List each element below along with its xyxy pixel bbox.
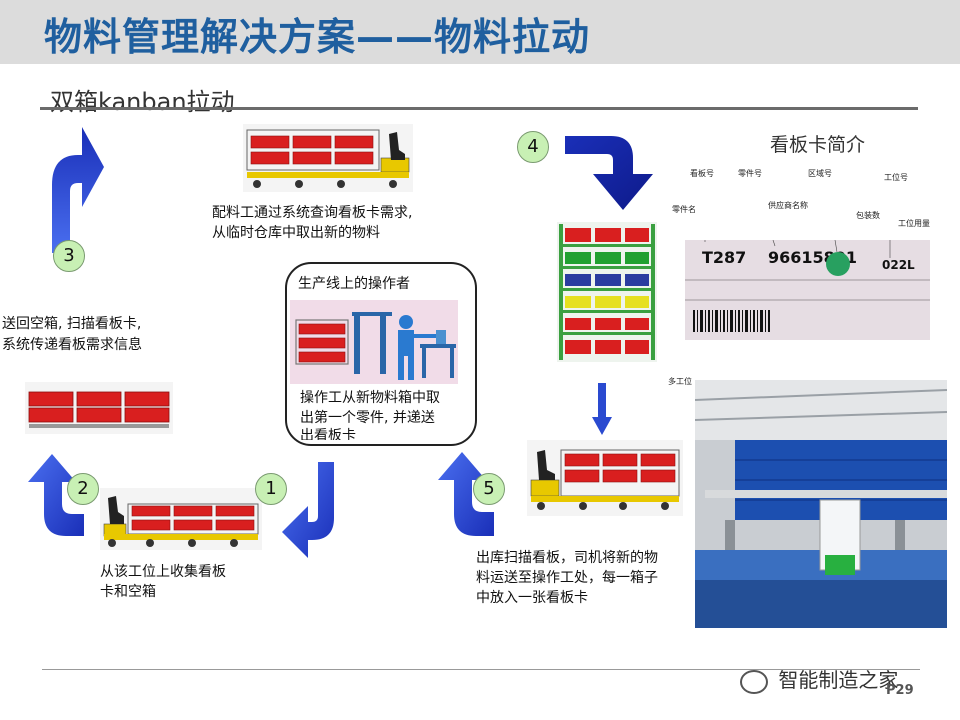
footer-rule bbox=[42, 669, 920, 670]
wechat-icon bbox=[740, 669, 768, 694]
watermark: 智能制造之家 bbox=[740, 664, 898, 694]
empty-bins-image bbox=[25, 382, 173, 434]
step-3-badge: 3 bbox=[53, 240, 85, 272]
card-station: 022L bbox=[882, 258, 915, 272]
header-bar bbox=[0, 0, 960, 64]
step-3-caption-line1: 送回空箱, 扫描看板卡, bbox=[2, 316, 142, 332]
section-underline bbox=[40, 107, 918, 110]
label-zone-no: 区域号 bbox=[808, 169, 832, 178]
step-5-caption-line1: 出库扫描看板，司机将新的物 bbox=[476, 550, 658, 566]
step-3-caption-line2: 系统传递看板需求信息 bbox=[2, 337, 142, 353]
label-multi-station: 多工位 bbox=[668, 377, 692, 386]
step-2-badge: 2 bbox=[67, 473, 99, 505]
watermark-text: 智能制造之家 bbox=[778, 668, 899, 692]
step-1-caption-line1: 从该工位上收集看板 bbox=[100, 564, 226, 580]
step-1-badge: 1 bbox=[255, 473, 287, 505]
step-1-arrow-icon bbox=[282, 462, 334, 558]
step-5-caption-line2: 料运送至操作工处，每一箱子 bbox=[476, 570, 658, 586]
card-number: T287 bbox=[702, 248, 747, 267]
step-5-arrow-icon bbox=[438, 452, 494, 536]
step-1-caption-line2: 卡和空箱 bbox=[100, 584, 156, 600]
step-4-badge: 4 bbox=[517, 131, 549, 163]
down-arrow-icon bbox=[592, 383, 612, 435]
material-rack-image bbox=[557, 222, 657, 362]
label-station-no: 工位号 bbox=[884, 173, 908, 182]
label-card-no: 看板号 bbox=[690, 169, 714, 178]
step-4-arrow-icon bbox=[565, 136, 653, 210]
section-title: 双箱kanban拉动 bbox=[50, 88, 235, 116]
operator-title: 生产线上的操作者 bbox=[298, 276, 410, 292]
label-station-usage: 工位用量 bbox=[898, 219, 930, 228]
kanban-card-graphics bbox=[685, 240, 930, 332]
kanban-card-heading: 看板卡简介 bbox=[770, 134, 866, 156]
step-2-arrow-icon bbox=[28, 454, 84, 536]
workstation-photo bbox=[695, 380, 947, 628]
kanban-card-image bbox=[685, 240, 930, 340]
tugger-train-deliver-image bbox=[527, 440, 683, 516]
supply-caption-line1: 配料工通过系统查询看板卡需求, bbox=[212, 205, 413, 221]
operator-caption-line3: 出看板卡 bbox=[300, 428, 356, 440]
tugger-train-supply-image bbox=[243, 124, 413, 192]
label-pack-qty: 包装数 bbox=[856, 211, 880, 220]
operator-caption-line1: 操作工从新物料箱中取 bbox=[300, 390, 440, 406]
page-title: 物料管理解决方案——物料拉动 bbox=[44, 15, 591, 59]
return-arrow-icon bbox=[52, 127, 104, 253]
operator-workstation-image bbox=[290, 300, 458, 384]
operator-caption-line2: 出第一个零件, 并递送 bbox=[300, 410, 435, 426]
page-number: P29 bbox=[886, 683, 914, 698]
label-part-name: 零件名 bbox=[672, 205, 696, 214]
supply-caption-line2: 从临时仓库中取出新的物料 bbox=[212, 225, 380, 241]
step-5-badge: 5 bbox=[473, 473, 505, 505]
step-5-caption-line3: 中放入一张看板卡 bbox=[476, 590, 588, 606]
label-supplier: 供应商名称 bbox=[768, 201, 808, 210]
label-part-no: 零件号 bbox=[738, 169, 762, 178]
tugger-train-collect-image bbox=[100, 488, 262, 550]
